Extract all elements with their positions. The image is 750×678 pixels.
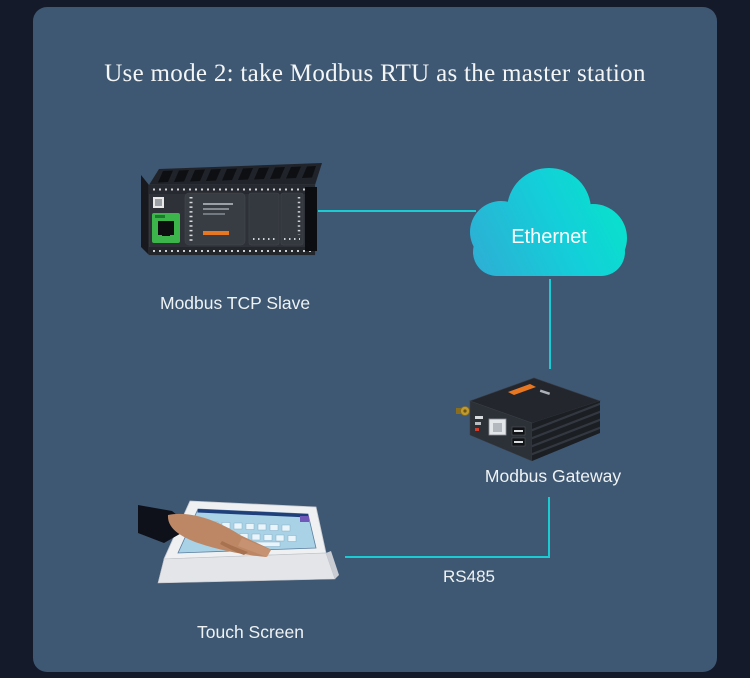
plc-device-image [137, 163, 322, 265]
connector-gateway-to-touchscreen-horizontal [345, 556, 550, 558]
gateway-ethernet-port [488, 418, 507, 436]
plc-top-terminal-blocks [158, 166, 316, 183]
gateway-label: Modbus Gateway [484, 466, 622, 486]
gateway-antenna-connector [456, 406, 470, 416]
pointing-hand [138, 505, 271, 557]
gateway-usb-ports [511, 426, 526, 447]
cloud-shape [470, 168, 627, 276]
plc-label: Modbus TCP Slave [160, 293, 311, 313]
ethernet-cloud: Ethernet [465, 166, 630, 278]
connector-cloud-to-gateway [549, 279, 551, 369]
schneider-logo [203, 231, 229, 235]
rs485-label: RS485 [443, 567, 495, 586]
connector-plc-to-cloud [318, 210, 476, 212]
gateway-brand-logo [508, 384, 536, 395]
ethernet-label: Ethernet [511, 226, 587, 248]
diagram-panel [33, 7, 717, 672]
plc-ethernet-port [152, 213, 180, 243]
touchscreen-label: Touch Screen [197, 622, 305, 642]
gateway-device-image [456, 371, 608, 463]
connector-gateway-to-touchscreen-vertical [548, 497, 550, 557]
touchscreen-device-image [138, 493, 350, 596]
page-title: Use mode 2: take Modbus RTU as the maste… [104, 60, 646, 87]
